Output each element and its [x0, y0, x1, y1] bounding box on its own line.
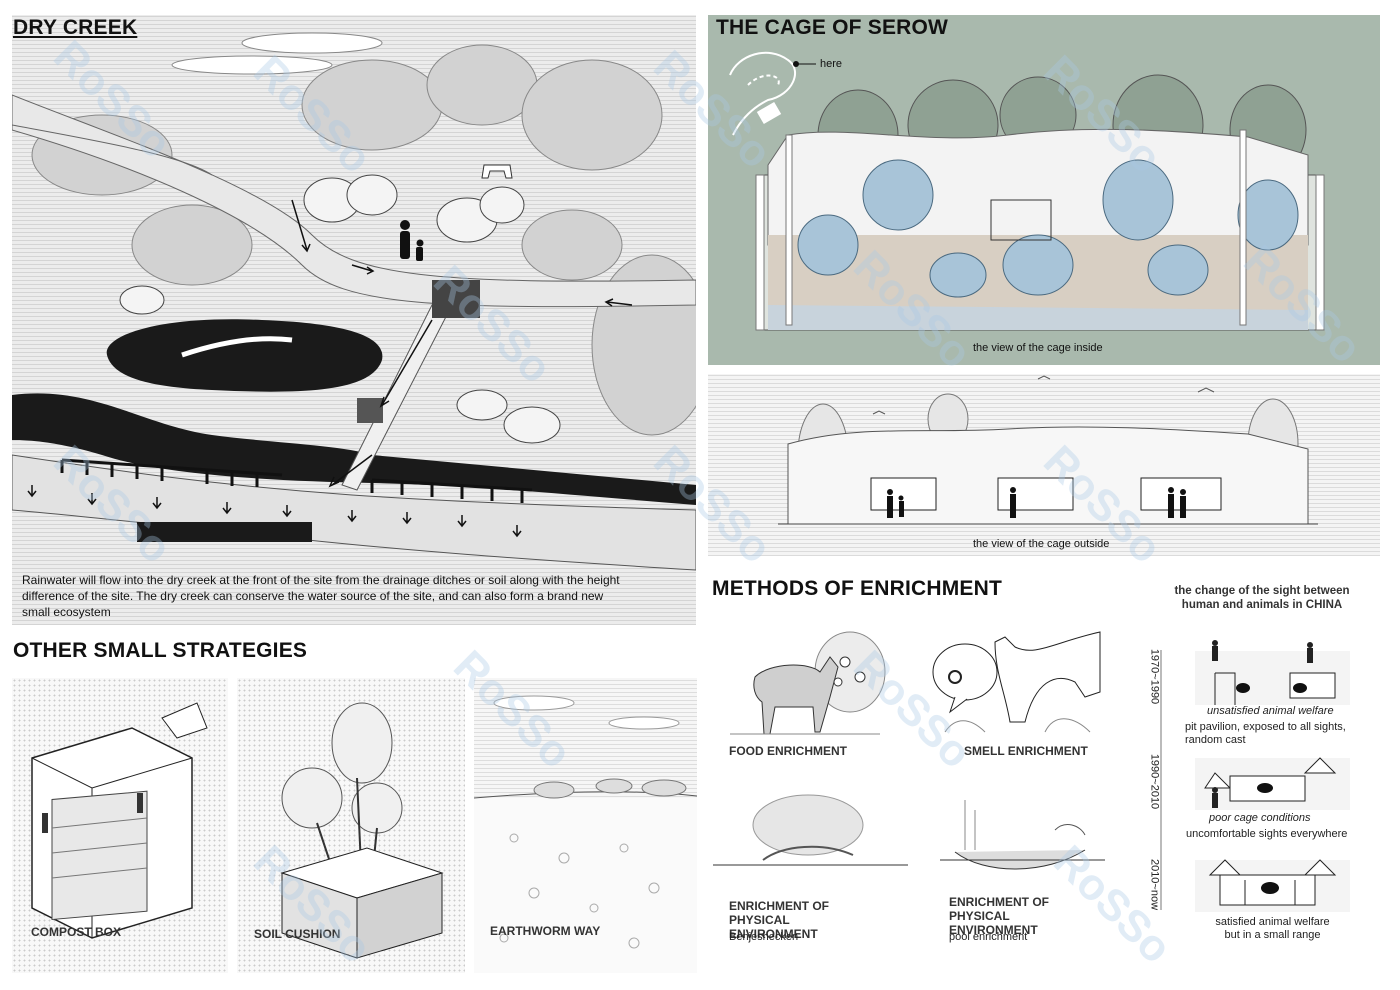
earthworm-way-label: EARTHWORM WAY — [490, 924, 601, 938]
period-3-text: satisfied animal welfare but in a small … — [1215, 916, 1330, 941]
dry-creek-panel: Rainwater will flow into the dry creek a… — [12, 15, 696, 625]
pool-enrichment-label: ENRICHMENT OF PHYSICAL ENVIRONMENT — [949, 895, 1049, 937]
site-map — [729, 51, 797, 136]
dry-creek-illustration — [12, 32, 696, 571]
compost-box-panel: COMPOST BOX — [12, 678, 228, 973]
period-1-sketch — [1195, 633, 1350, 705]
pool-enrichment-sub: pool enrichment — [949, 931, 1028, 943]
cage-inside-caption: the view of the cage inside — [973, 342, 1103, 354]
food-enrichment-label: FOOD ENRICHMENT — [729, 744, 847, 758]
period-3-years: 2010~now — [1148, 858, 1161, 911]
timeline-axis — [1160, 650, 1162, 910]
benjeshecken-illustration — [713, 794, 908, 866]
pool-enrichment-illustration — [940, 800, 1105, 870]
period-3-sketch — [1195, 850, 1350, 912]
benjeshecken-label: ENRICHMENT OF PHYSICAL ENVIRONMENT — [729, 899, 829, 941]
period-2-text: uncomfortable sights everywhere — [1186, 828, 1348, 840]
cage-inside-illustration — [729, 51, 1325, 331]
soil-cushion-label: SOIL CUSHION — [254, 927, 341, 941]
benjeshecken-sub: Benjeshecken — [729, 931, 799, 943]
dry-creek-description: Rainwater will flow into the dry creek a… — [22, 573, 620, 619]
period-1-text: pit pavilion, exposed to all sights, ran… — [1185, 721, 1346, 746]
cage-outside-panel: the view of the cage outside — [708, 374, 1380, 556]
cage-inside-panel: here the view of the cage inside — [708, 15, 1380, 365]
benjeshecken-enrichment: ENRICHMENT OF PHYSICAL ENVIRONMENT Benje… — [713, 790, 918, 950]
compost-box-label: COMPOST BOX — [31, 925, 122, 939]
food-enrichment-illustration — [730, 631, 886, 735]
dry-creek-title: DRY CREEK — [13, 16, 138, 39]
period-2-italic: poor cage conditions — [1209, 812, 1311, 824]
earthworm-way-illustration — [474, 695, 697, 973]
cage-title: THE CAGE OF SEROW — [716, 16, 949, 39]
enrichment-title: METHODS OF ENRICHMENT — [712, 577, 1003, 600]
compost-box-illustration — [31, 702, 208, 939]
period-1-italic: unsatisfied animal welfare — [1207, 705, 1334, 717]
map-marker-label: here — [820, 58, 843, 70]
smell-enrichment-illustration — [932, 631, 1101, 733]
soil-cushion-panel: SOIL CUSHION — [237, 678, 465, 973]
earthworm-way-panel: EARTHWORM WAY — [474, 678, 697, 973]
timeline-title: the change of the sight between human an… — [1174, 585, 1350, 611]
pool-enrichment: ENRICHMENT OF PHYSICAL ENVIRONMENT pool … — [935, 790, 1125, 950]
strategies-title: OTHER SMALL STRATEGIES — [13, 639, 308, 662]
period-2-sketch — [1195, 748, 1350, 810]
smell-enrichment-label: SMELL ENRICHMENT — [964, 744, 1088, 758]
period-1-years: 1970~1990 — [1148, 648, 1161, 705]
smell-enrichment: SMELL ENRICHMENT — [925, 622, 1125, 762]
food-enrichment: FOOD ENRICHMENT — [720, 622, 920, 762]
period-2-years: 1990~2010 — [1148, 753, 1161, 810]
cage-outside-caption: the view of the cage outside — [973, 538, 1110, 550]
soil-cushion-illustration — [280, 702, 444, 959]
cage-outside-illustration — [778, 375, 1318, 525]
